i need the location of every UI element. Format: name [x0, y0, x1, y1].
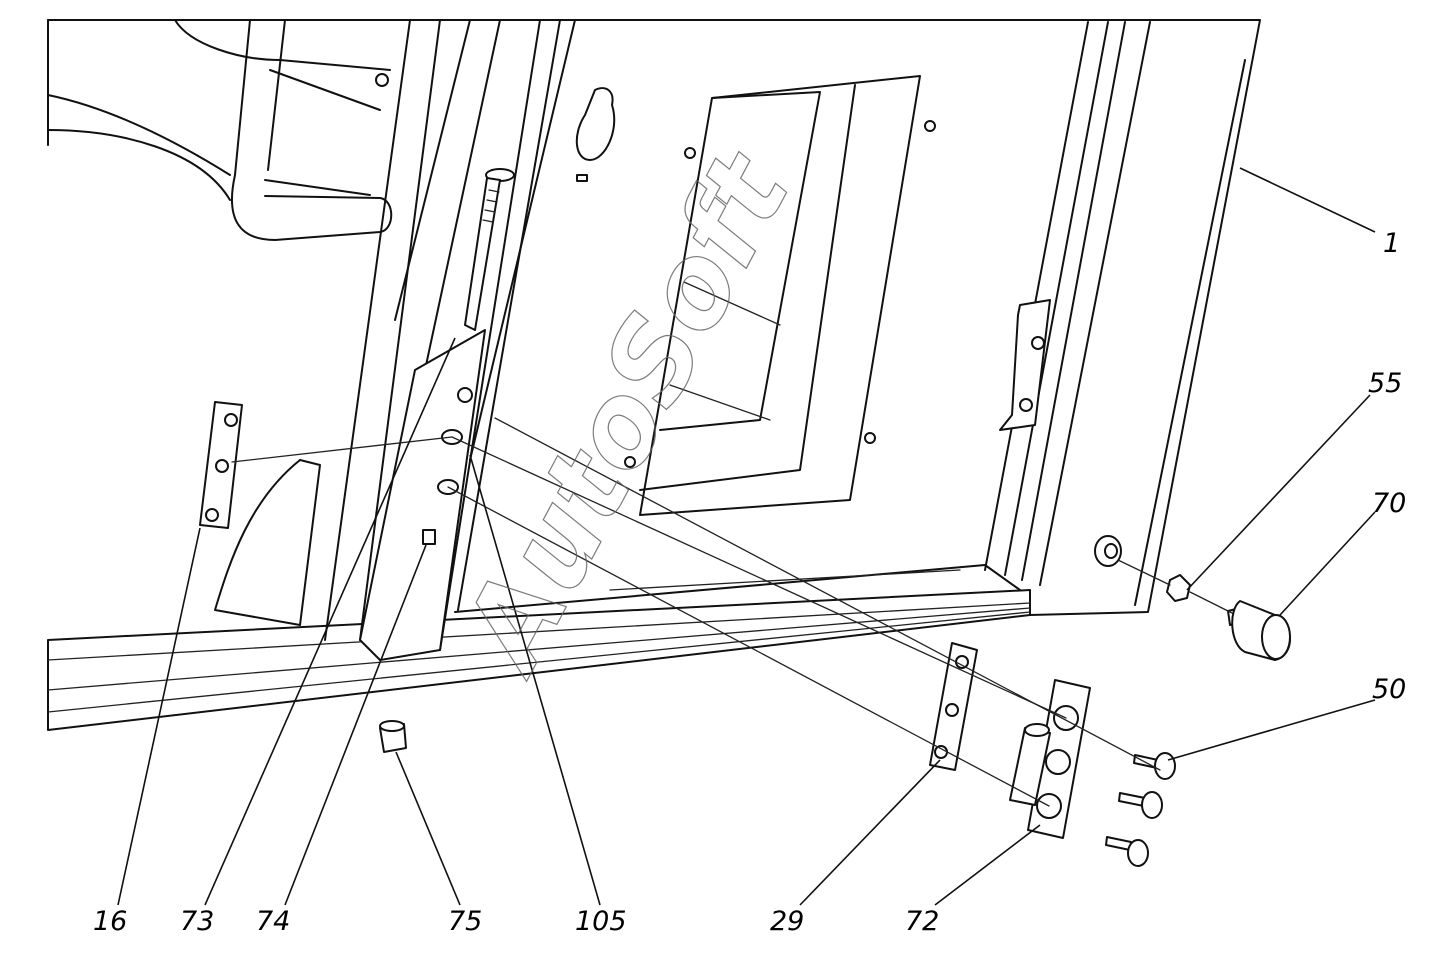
hex-nut: [1166, 574, 1191, 602]
callout-labels: 1 55 70 50 16 73 74 75 105 29 72: [93, 228, 1406, 937]
hinge-plate-left: [199, 401, 243, 529]
callout-16: 16: [93, 906, 127, 937]
callout-70: 70: [1372, 488, 1406, 519]
callout-29: 29: [770, 906, 804, 937]
assembly-lines: [231, 417, 1233, 807]
knob: [1227, 600, 1291, 661]
hinge-block: [1009, 679, 1091, 839]
callout-74: 74: [256, 906, 290, 937]
leader-lines: [117, 167, 1376, 906]
callout-73: 73: [180, 906, 214, 937]
end-cap: [379, 720, 407, 753]
callout-55: 55: [1368, 368, 1402, 399]
hinge-strap: [929, 642, 978, 771]
callout-72: 72: [905, 906, 939, 937]
door-panel: [47, 19, 1261, 731]
callout-105: 105: [575, 906, 627, 937]
callout-1: 1: [1383, 228, 1400, 259]
callout-75: 75: [448, 906, 482, 937]
hinge-pin: [464, 168, 515, 331]
screws: [1105, 752, 1176, 867]
washer: [1094, 535, 1122, 567]
callout-50: 50: [1372, 674, 1406, 705]
